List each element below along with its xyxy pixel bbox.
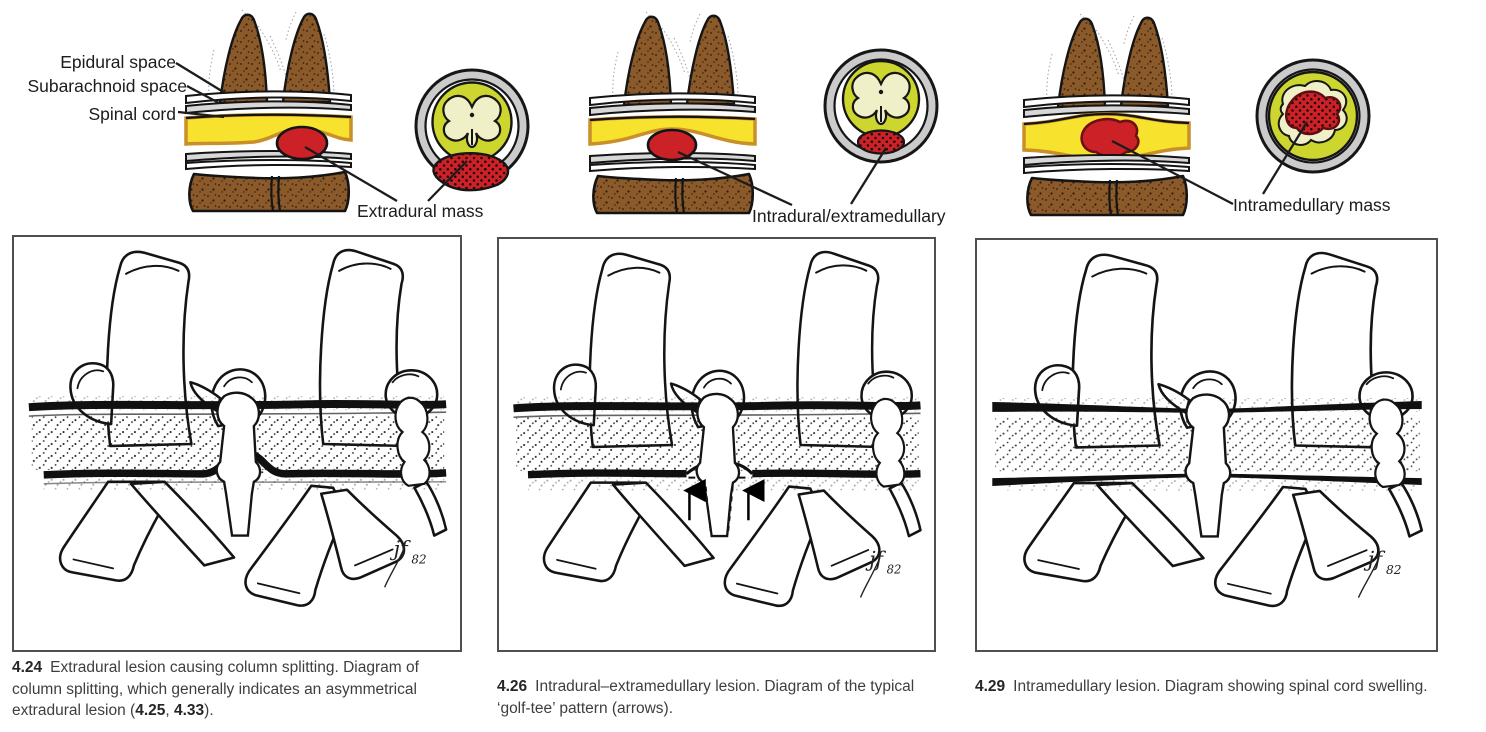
- myelogram-drawing-4-29: jf 82: [992, 251, 1424, 608]
- artist-signature: jf 82: [859, 547, 902, 598]
- figure-number: 4.29: [975, 678, 1006, 695]
- svg-text:jf: jf: [1364, 546, 1386, 571]
- epidural-space-label: Epidural space: [60, 52, 176, 72]
- figure-box-4-26: jf 82: [497, 237, 936, 652]
- svg-text:jf: jf: [390, 536, 411, 560]
- myelogram-drawing-4-26: jf 82: [513, 250, 922, 608]
- intradural-mass-shape: [646, 128, 698, 162]
- spinal-cord-label: Spinal cord: [88, 104, 176, 124]
- intramedullary-mass-label: Intramedullary mass: [1233, 195, 1391, 215]
- figure-number: 4.26: [497, 678, 528, 695]
- figure-number: 4.24: [12, 659, 43, 676]
- sagittal-diagram-intradural-extramedullary: [588, 10, 757, 215]
- subarachnoid-space-label: Subarachnoid space: [27, 76, 187, 96]
- extradural-mass-label: Extradural mass: [357, 201, 484, 221]
- artist-signature: jf 82: [1357, 546, 1402, 598]
- intramedullary-mass-cross-shape: [1285, 90, 1342, 136]
- cross-section-extradural: [414, 68, 530, 192]
- leader-lines: [175, 62, 1308, 207]
- sagittal-diagram-extradural: [184, 8, 353, 213]
- svg-text:82: 82: [1386, 563, 1402, 577]
- extradural-mass-cross-shape: [432, 152, 510, 192]
- top-diagrams-art: [175, 8, 1371, 217]
- figure-box-4-24: jf 82: [12, 235, 462, 652]
- golf-tee-arrows: [683, 478, 765, 521]
- artist-signature: jf 82: [384, 536, 427, 588]
- cross-section-intradural-extramedullary: [823, 48, 939, 164]
- extradural-mass-shape: [275, 125, 329, 161]
- intradural-extramedullary-label: Intradural/extramedullary: [752, 206, 946, 226]
- svg-text:82: 82: [411, 552, 426, 566]
- figure-box-4-29: jf 82: [975, 238, 1438, 652]
- cross-section-intramedullary: [1255, 58, 1371, 174]
- myelogram-drawing-4-24: jf 82: [28, 248, 448, 607]
- intradural-mass-cross-shape: [856, 129, 906, 155]
- sagittal-diagram-intramedullary: [1022, 12, 1191, 217]
- svg-text:jf: jf: [865, 547, 886, 571]
- svg-text:82: 82: [887, 563, 902, 577]
